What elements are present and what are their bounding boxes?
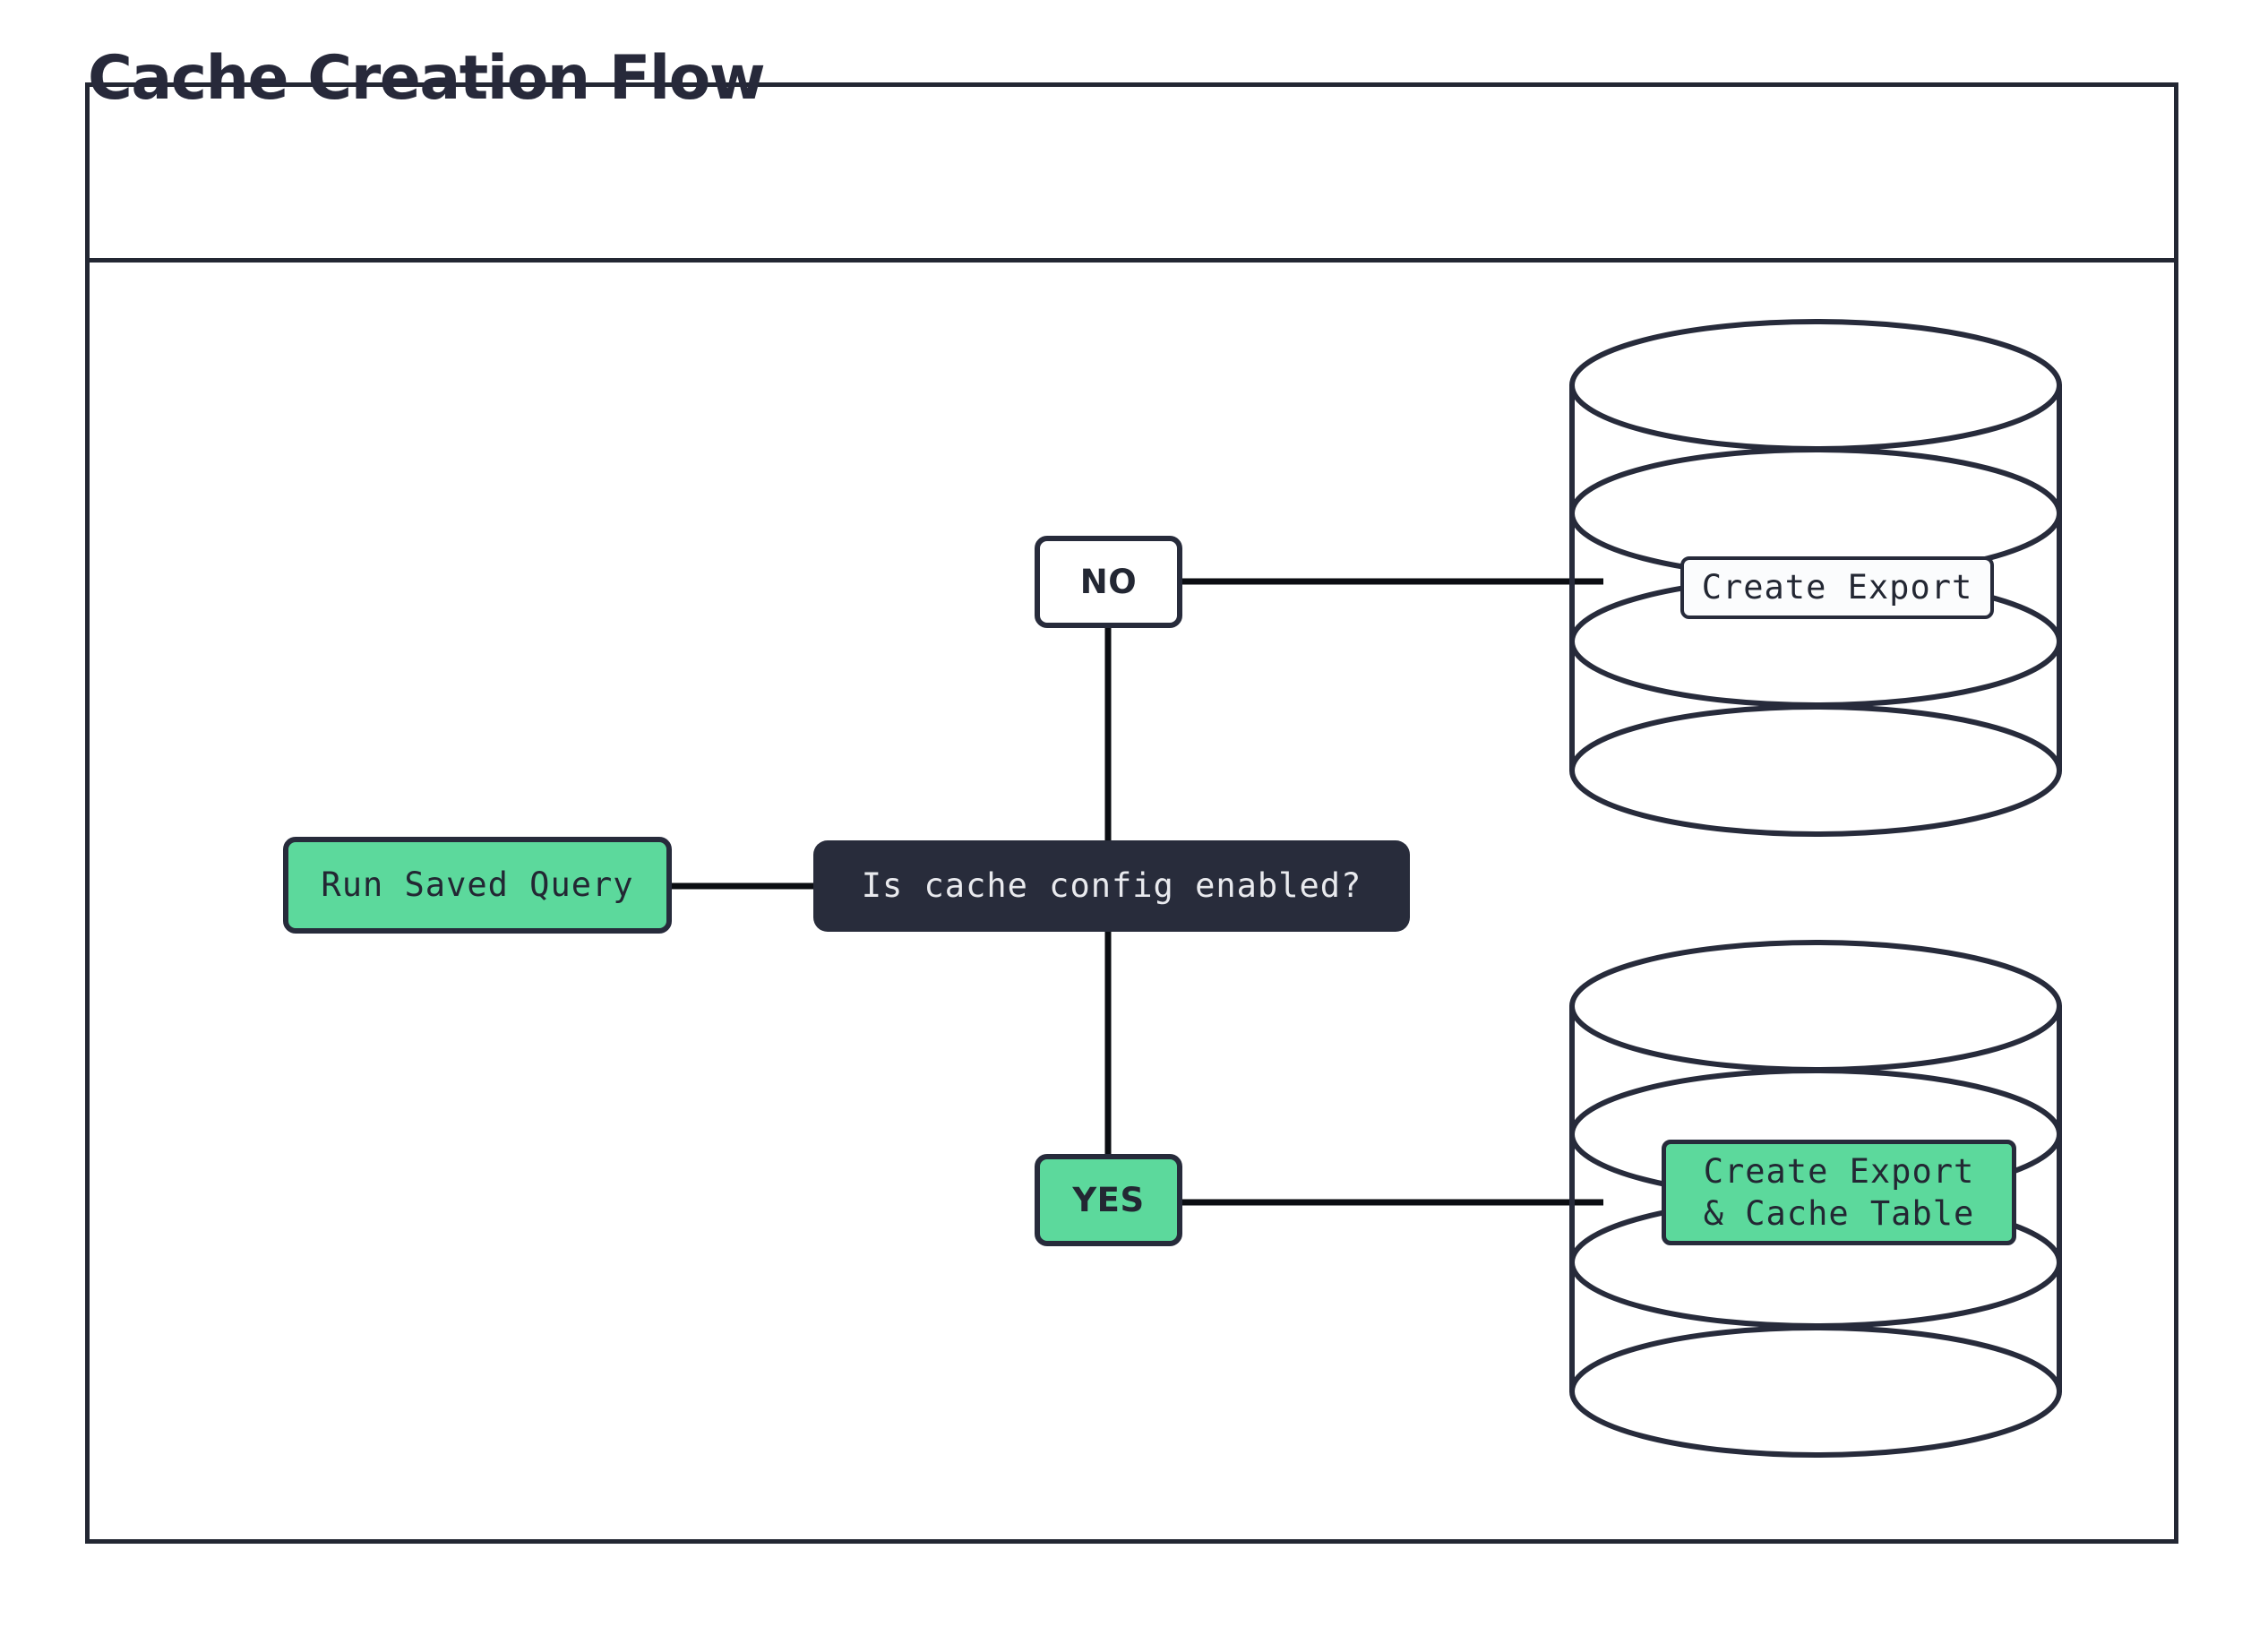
node-label-line-1: Create Export <box>1703 1151 1975 1191</box>
node-run-saved-query[interactable]: Run Saved Query <box>283 837 672 934</box>
diagram-header <box>90 87 2174 263</box>
node-label-create-export[interactable]: Create Export <box>1680 556 1994 619</box>
page-title: Cache Creation Flow <box>88 43 766 114</box>
node-decision-is-cache-config-enabled[interactable]: Is cache config enabled? <box>813 840 1410 932</box>
edge-label-no[interactable]: NO <box>1035 536 1182 628</box>
node-label-line-2: & Cache Table <box>1703 1194 1975 1233</box>
diagram-frame <box>85 82 2178 1544</box>
node-label-create-export-and-cache-table[interactable]: Create Export & Cache Table <box>1662 1140 2016 1245</box>
edge-label-yes[interactable]: YES <box>1035 1154 1182 1246</box>
